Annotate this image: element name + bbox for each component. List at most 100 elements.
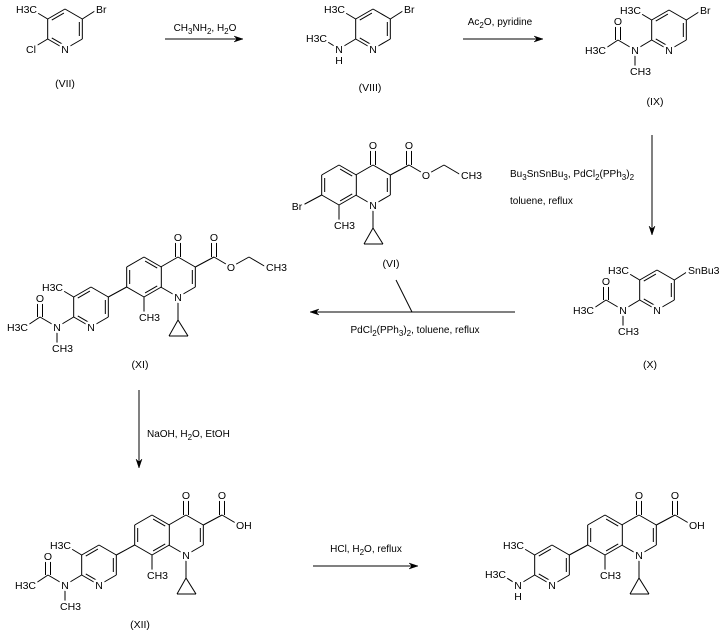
bond <box>621 514 640 526</box>
bond <box>355 194 374 206</box>
bond <box>604 514 623 526</box>
reagent-connector <box>395 279 413 313</box>
bond <box>248 256 267 268</box>
bond <box>81 544 100 556</box>
bond <box>143 256 162 268</box>
bond <box>639 299 658 311</box>
double-bond-line <box>51 12 65 21</box>
bond <box>622 269 640 281</box>
double-bond-line <box>85 548 99 557</box>
bond <box>177 286 196 298</box>
bond <box>638 514 657 526</box>
bond <box>168 514 187 526</box>
double-bond-line <box>152 543 166 552</box>
bond <box>90 286 109 298</box>
n-methyl-label: CH3 <box>630 66 651 78</box>
bond <box>551 574 570 586</box>
double-bond-line <box>643 298 657 307</box>
bond <box>151 544 170 556</box>
carboxyl-oxygen-label: O <box>671 490 679 502</box>
bond <box>668 39 687 51</box>
c8-methyl-label: CH3 <box>600 570 621 582</box>
double-bond-line <box>605 518 619 527</box>
amide-nitrogen-label: N <box>61 580 69 592</box>
arrow-step3 <box>648 135 656 236</box>
bond <box>39 316 58 328</box>
acetyl-methyl-label: H3C <box>585 45 606 57</box>
bond <box>656 514 676 526</box>
double-bond-line <box>655 13 669 22</box>
bromo-label: Br <box>292 201 303 213</box>
bond <box>621 544 640 556</box>
bond <box>195 256 215 268</box>
methyl-label: H3C <box>16 4 37 16</box>
double-bond-line <box>359 12 373 21</box>
bond <box>604 544 623 556</box>
chloro-label: Cl <box>26 44 36 56</box>
amide-nitrogen-label: N <box>631 45 639 57</box>
bond <box>501 574 519 586</box>
arrowhead-icon <box>648 225 656 236</box>
methyl-label: H3C <box>324 4 345 16</box>
bond <box>634 9 652 21</box>
compound-label-ix: (IX) <box>647 96 664 108</box>
bond <box>629 577 640 595</box>
bond <box>639 269 658 281</box>
reagent-step4: PdCl2(PPh3)2, toluene, reflux <box>351 325 480 338</box>
bond <box>686 9 703 21</box>
bond <box>551 544 570 556</box>
arrowhead-icon <box>533 35 544 43</box>
amine-nitrogen-label: N <box>514 580 522 592</box>
methyl-label: H3C <box>306 33 327 45</box>
ring-nitrogen-label: N <box>95 580 103 592</box>
ketone-oxygen-label: O <box>635 490 643 502</box>
bond <box>185 577 197 595</box>
ketone-oxygen-label: O <box>182 490 190 502</box>
bond <box>177 256 196 268</box>
bond <box>185 514 204 526</box>
bond <box>24 316 41 328</box>
biaryl-bond <box>569 544 588 556</box>
double-bond-line <box>152 518 166 527</box>
quinolone-nitrogen-label: N <box>369 200 377 212</box>
methyl-label: H3C <box>503 540 524 552</box>
double-bond-line <box>538 548 552 557</box>
amine-hydrogen-label: H <box>335 55 343 67</box>
arrow-step1 <box>165 35 244 43</box>
bond <box>321 164 340 176</box>
bond <box>81 574 100 586</box>
carbonyl-oxygen-label: O <box>614 16 622 28</box>
bond <box>56 286 74 298</box>
bond <box>143 286 162 298</box>
double-bond-line <box>655 38 669 47</box>
reagent-step5: NaOH, H2O, EtOH <box>147 429 230 442</box>
methyl-label: H3C <box>620 5 641 17</box>
bond <box>605 299 624 311</box>
methyl-label: H3C <box>608 265 629 277</box>
n-methyl-label: CH3 <box>618 326 639 338</box>
bromo-label: Br <box>404 4 415 16</box>
bond <box>160 256 179 268</box>
quinolone-nitrogen-label: N <box>182 550 190 562</box>
reagent-step6: HCl, H2O, reflux <box>330 544 402 557</box>
bond <box>134 514 153 526</box>
bond <box>47 574 66 586</box>
arrowhead-icon <box>233 35 244 43</box>
arrow-step5 <box>135 390 143 469</box>
bond <box>534 544 553 556</box>
bond <box>587 544 606 556</box>
bond <box>90 316 109 328</box>
reagent-step3-line2: toluene, reflux <box>510 196 573 207</box>
ring-nitrogen-label: N <box>653 305 661 317</box>
arrowhead-icon <box>135 458 143 469</box>
double-bond-line <box>605 543 619 552</box>
bond <box>408 164 427 176</box>
bond <box>82 8 99 20</box>
bond <box>47 8 66 20</box>
compound-label-viii: (VIII) <box>359 82 382 94</box>
double-bond-line <box>643 273 657 282</box>
